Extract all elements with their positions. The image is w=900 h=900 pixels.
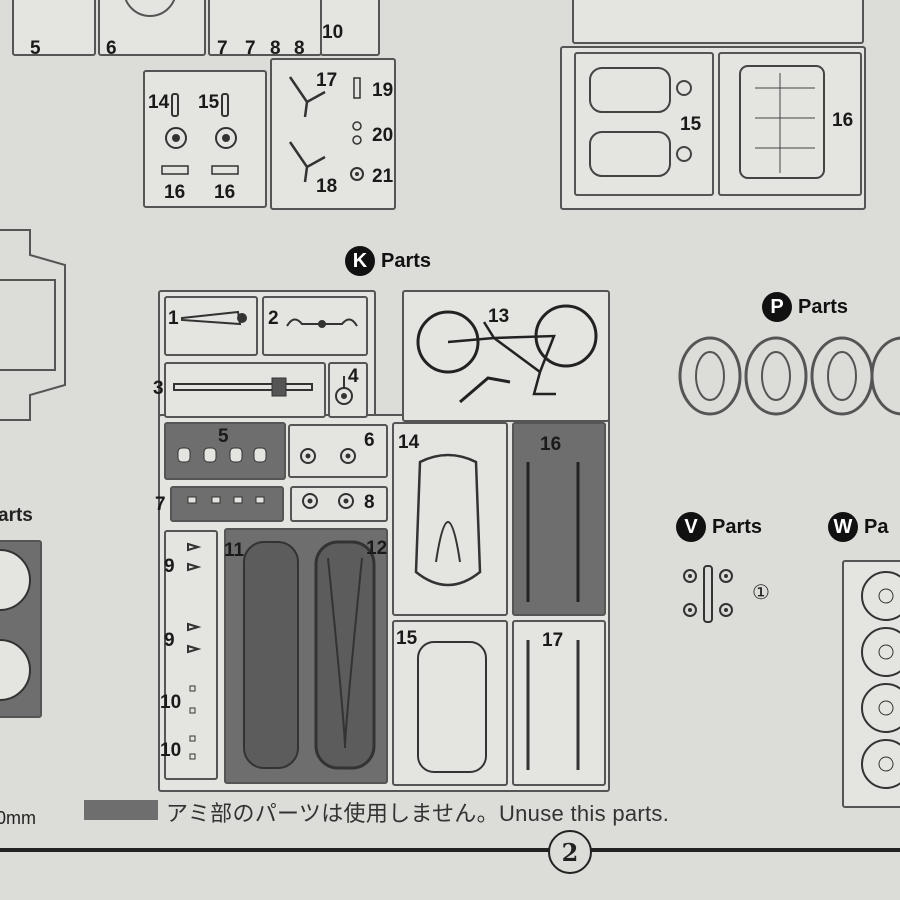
top-num-21: 21 (372, 166, 394, 187)
k-badge: K (345, 246, 375, 276)
k-part-1-icon (181, 310, 247, 326)
k-num-15: 15 (396, 628, 418, 649)
pedal-parts (161, 93, 239, 175)
k-part-14-icon (414, 453, 482, 587)
top-num-18: 18 (316, 176, 338, 197)
top-right-num-15: 15 (680, 114, 702, 135)
k-num-11: 11 (224, 540, 245, 561)
p-parts-tires (678, 336, 900, 416)
k-parts-header: K Parts (345, 246, 431, 276)
k-box-15 (392, 620, 508, 786)
v-parts-label: Parts (712, 515, 763, 538)
k-num-3: 3 (153, 378, 164, 399)
k-num-14: 14 (398, 432, 420, 453)
k-part-9-10-icons (187, 542, 202, 760)
k-runner-bike (402, 290, 610, 422)
p-parts-header: P Parts (762, 292, 848, 322)
w-parts-wheels (861, 571, 900, 789)
fork-parts (288, 76, 326, 183)
footer-rule (0, 848, 900, 852)
top-num-14: 14 (148, 92, 170, 113)
k-part-17-icons (526, 640, 580, 770)
k-num-12: 12 (366, 538, 388, 559)
top-num-7b: 7 (245, 38, 256, 59)
k-num-5: 5 (218, 426, 229, 447)
top-num-6: 6 (106, 38, 117, 59)
k-part-7-icons (187, 496, 265, 504)
tire-outline-top (124, 0, 176, 17)
left-bicycle-wheels (0, 549, 31, 701)
top-num-8a: 8 (270, 38, 281, 59)
page-number: 2 (561, 837, 579, 867)
v-parts-icons (683, 565, 733, 623)
top-left-runner-b (98, 0, 206, 56)
k-num-13: 13 (488, 306, 510, 327)
v-badge: V (676, 512, 706, 542)
top-num-10: 10 (322, 22, 344, 43)
seat-box-16 (718, 52, 862, 196)
top-num-15: 15 (198, 92, 220, 113)
runner-17-21 (270, 58, 396, 210)
k-part-13-bicycle (416, 304, 598, 404)
page-number-circle: 2 (548, 830, 592, 874)
k-num-16: 16 (540, 434, 562, 455)
top-num-19: 19 (372, 80, 394, 101)
top-left-runner-a (12, 0, 96, 56)
k-num-17: 17 (542, 630, 564, 651)
k-parts-label: Parts (381, 249, 432, 272)
top-right-runner-top (572, 0, 864, 44)
k-box-6 (288, 424, 388, 478)
top-left-runner-d (320, 0, 380, 56)
k-part-15-icon (417, 641, 487, 773)
top-num-16b: 16 (214, 182, 236, 203)
k-num-10b: 10 (160, 740, 182, 761)
top-right-num-16: 16 (832, 110, 854, 131)
k-part-2-icon (286, 318, 358, 328)
k-part-6-icons (300, 448, 356, 464)
top-num-7a: 7 (217, 38, 228, 59)
k-box-9-10 (164, 530, 218, 780)
runner-14-15 (143, 70, 267, 208)
top-num-16a: 16 (164, 182, 186, 203)
top-num-5: 5 (30, 38, 41, 59)
k-part-8-icons (302, 493, 354, 509)
k-part-5-icons (177, 447, 267, 463)
w-badge: W (828, 512, 858, 542)
top-num-8b: 8 (294, 38, 305, 59)
unused-parts-note: アミ部のパーツは使用しません。Unuse this parts. (166, 801, 670, 826)
top-left-runner-c (208, 0, 322, 56)
seat-icons (589, 65, 825, 179)
top-num-17: 17 (316, 70, 338, 91)
k-num-9b: 9 (164, 630, 175, 651)
k-part-3-icon (173, 377, 313, 397)
seat-box-15 (574, 52, 714, 196)
v-parts-header: V Parts (676, 512, 762, 542)
k-part-4-icon (335, 376, 353, 405)
k-num-9a: 9 (164, 556, 175, 577)
k-num-2: 2 (268, 308, 279, 329)
k-num-10a: 10 (160, 692, 182, 713)
w-parts-header: W Pa (828, 512, 888, 542)
left-measure-text: 0mm (0, 808, 36, 828)
k-num-1: 1 (168, 308, 179, 329)
k-box-1 (164, 296, 258, 356)
p-badge: P (762, 292, 792, 322)
k-num-4: 4 (348, 366, 359, 387)
w-parts-label: Pa (864, 515, 889, 538)
left-frame-outline (0, 229, 66, 421)
p-parts-label: Parts (798, 295, 849, 318)
k-num-7: 7 (155, 494, 166, 515)
k-num-6: 6 (364, 430, 375, 451)
k-num-8: 8 (364, 492, 375, 513)
v-circled-number: ① (752, 582, 770, 604)
top-num-20: 20 (372, 125, 394, 146)
small-parts-19-21 (350, 77, 364, 181)
left-section-label: arts (0, 505, 33, 526)
k-box-7 (170, 486, 284, 522)
k-box-2 (262, 296, 368, 356)
k-part-16-icons (526, 462, 580, 602)
shaded-legend-swatch (84, 800, 158, 820)
k-part-11-12-icons (243, 540, 376, 770)
